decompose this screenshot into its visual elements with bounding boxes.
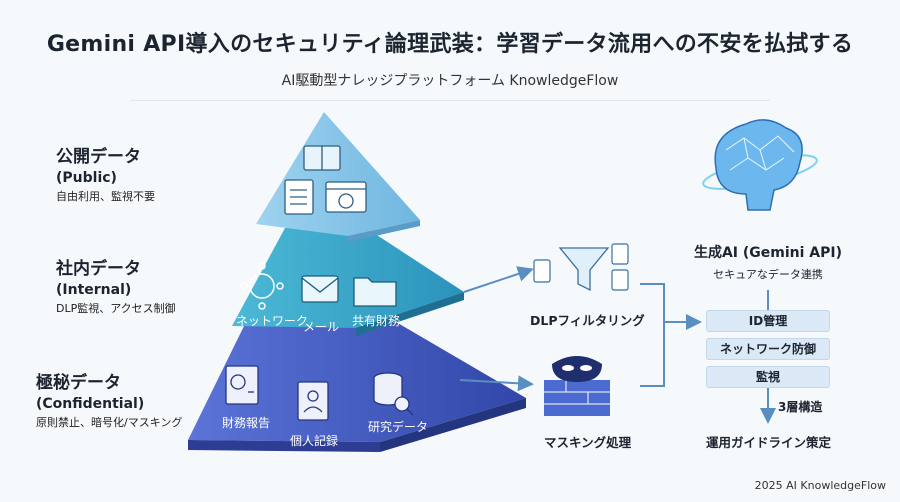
browser-globe-icon [325, 181, 367, 213]
tier-internal-name: 社内データ [56, 259, 141, 279]
report-chart-icon [225, 365, 259, 405]
icon-label-finance-report: 財務報告 [222, 416, 271, 430]
tier-confidential-en: (Confidential) [36, 396, 145, 412]
tier-internal-en: (Internal) [56, 282, 132, 298]
tier-public-block [256, 112, 420, 236]
dlp-filter-label: DLPフィルタリング [530, 313, 645, 328]
mail-icon [301, 275, 339, 303]
footer-copyright: 2025 AI KnowledgeFlow [754, 479, 886, 492]
icon-label-shared-finance: 共有財務 [352, 314, 401, 328]
tier-public-name: 公開データ [56, 147, 141, 167]
ai-brain-icon [702, 119, 818, 211]
tier-public-label: 公開データ (Public) 自由利用、監視不要 [56, 146, 155, 206]
personal-record-icon [297, 381, 329, 421]
icon-label-research-data: 研究データ [368, 420, 429, 434]
database-search-icon [373, 372, 414, 416]
layer-network-defense: ネットワーク防御 [706, 338, 830, 360]
funnel-icon [558, 247, 610, 292]
layer-id-management: ID管理 [706, 310, 830, 332]
icon-label-mail: メール [303, 320, 340, 334]
title-divider [130, 100, 770, 101]
document-icon [284, 179, 314, 215]
mask-firewall-icon [544, 356, 610, 416]
folder-icon [353, 277, 397, 307]
tier-internal-desc: DLP監視、アクセス制御 [56, 302, 176, 315]
tier-confidential-name: 極秘データ [36, 373, 121, 393]
ai-label-group: 生成AI (Gemini API) セキュアなデータ連携 [684, 242, 852, 282]
tier-public-en: (Public) [56, 170, 117, 186]
guideline-label: 運用ガイドライン策定 [706, 435, 832, 450]
book-icon [303, 145, 341, 171]
masking-label: マスキング処理 [544, 435, 632, 450]
tier-internal-block [232, 228, 464, 328]
ai-subtitle: セキュアなデータ連携 [713, 268, 823, 281]
icon-label-personal-record: 個人記録 [290, 434, 339, 448]
layer-monitoring: 監視 [706, 366, 830, 388]
network-icon [240, 262, 284, 310]
tier-public-desc: 自由利用、監視不要 [56, 190, 155, 203]
layers-caption: 3層構造 [778, 400, 823, 414]
tier-confidential-block [188, 322, 526, 442]
icon-label-network: ネットワーク [236, 314, 309, 328]
filter-doc-icons [533, 243, 629, 291]
page-title: Gemini API導入のセキュリティ論理武装：学習データ流用への不安を払拭する [46, 32, 854, 57]
tier-confidential-desc: 原則禁止、暗号化/マスキング [36, 416, 183, 429]
tier-internal-label: 社内データ (Internal) DLP監視、アクセス制御 [56, 258, 176, 318]
tier-confidential-label: 極秘データ (Confidential) 原則禁止、暗号化/マスキング [36, 372, 182, 432]
page-subtitle: AI駆動型ナレッジプラットフォーム KnowledgeFlow [281, 73, 619, 89]
ai-title: 生成AI (Gemini API) [693, 245, 843, 261]
